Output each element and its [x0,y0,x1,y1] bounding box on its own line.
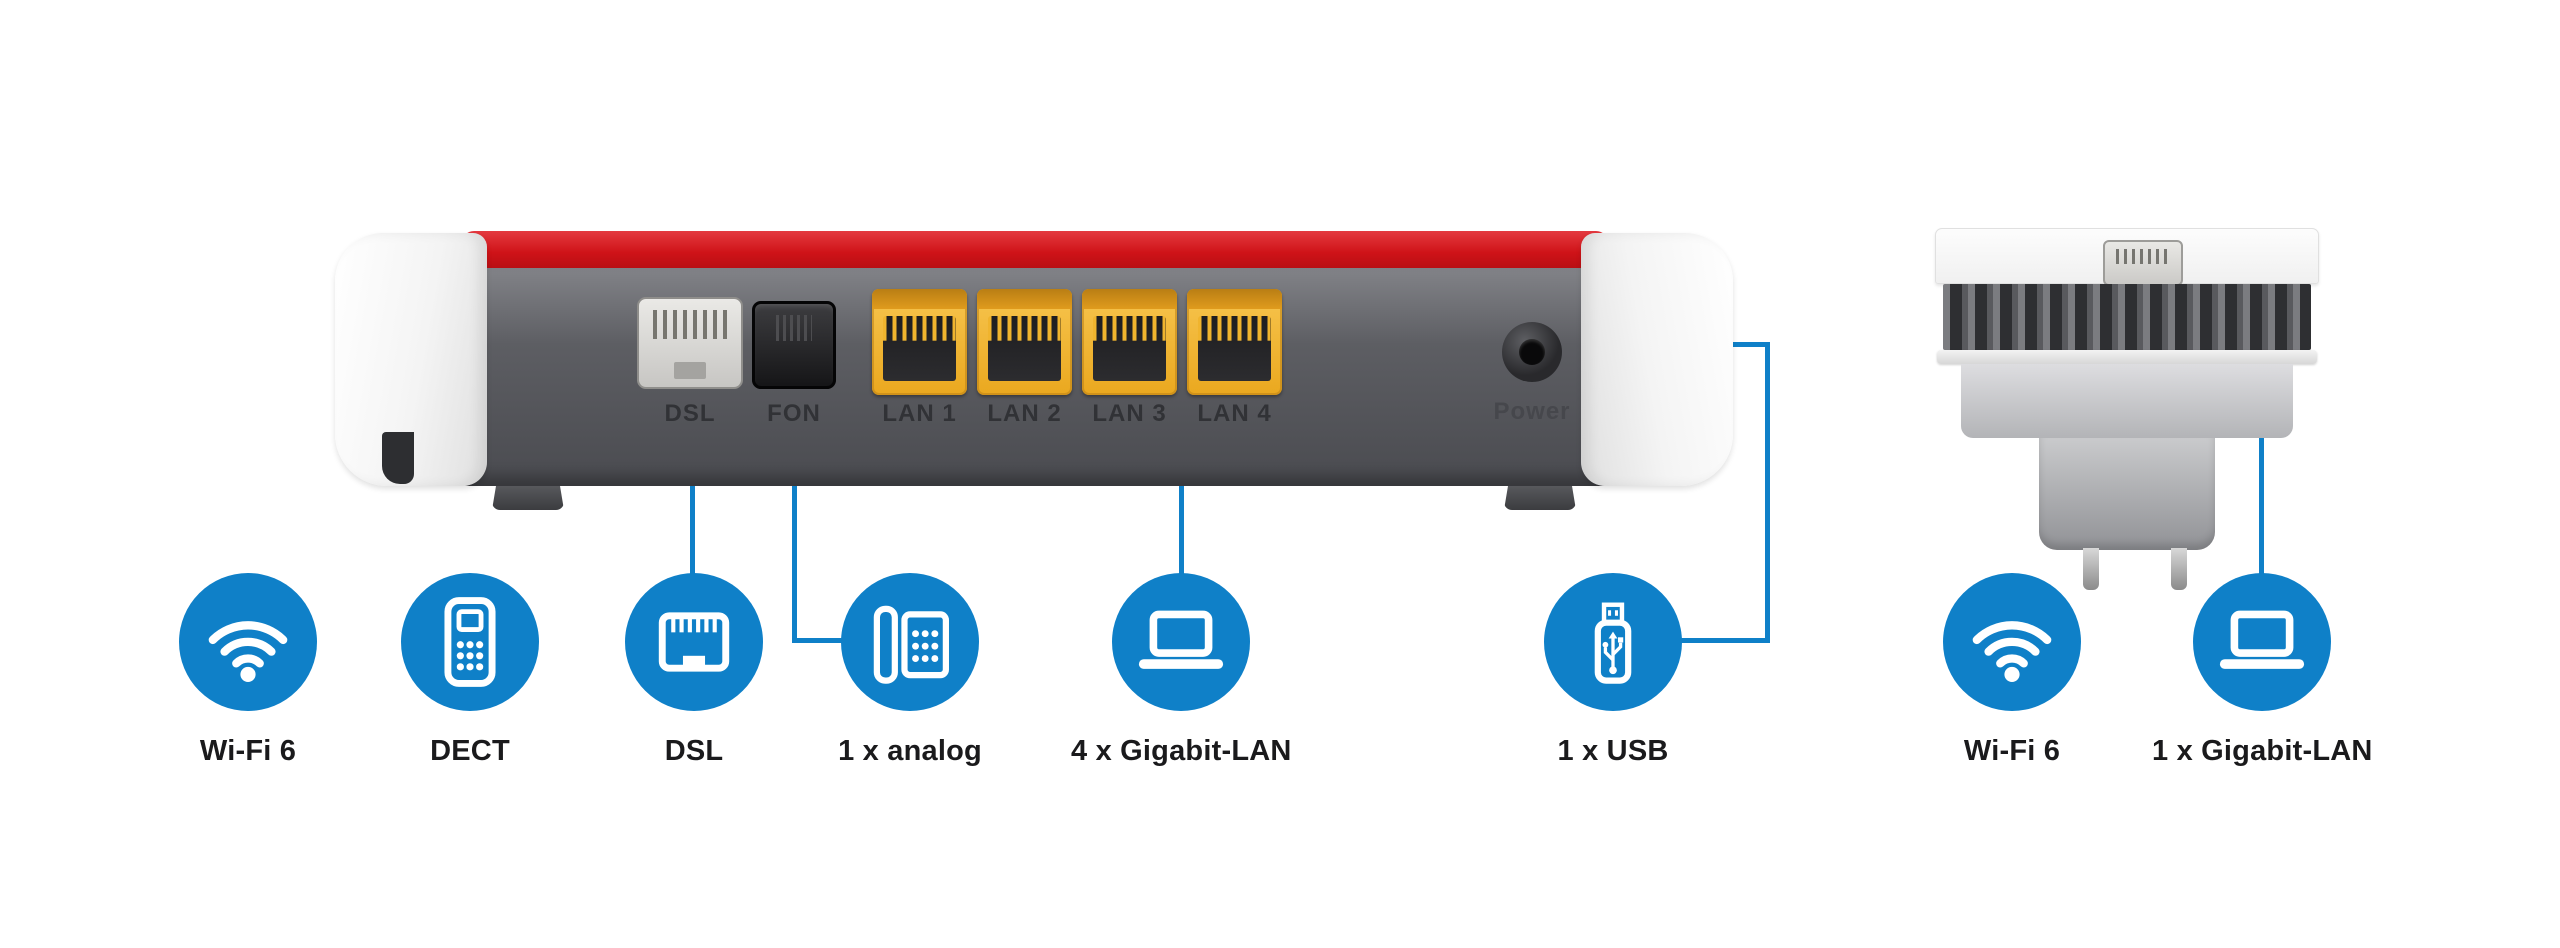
usb-stick-icon [1544,573,1682,711]
router-foot [492,484,564,510]
wifi-icon [1943,573,2081,711]
fon-port [752,301,836,389]
feature-label: 1 x Gigabit-LAN [2152,735,2373,767]
repeater-plug-pin [2083,548,2099,590]
repeater-lan-port [2103,240,2183,286]
laptop-icon [2193,573,2331,711]
feature-label: DSL [664,735,724,767]
lan2-port-label: LAN 2 [987,400,1062,427]
feature-router-dsl: DSL [584,573,804,768]
power-port-label: Power [1493,398,1571,425]
lan-port-3 [1082,289,1177,395]
repeater-plug-pin [2171,548,2187,590]
lan3-port-label: LAN 3 [1092,400,1167,427]
lan1-port-label: LAN 1 [882,400,957,427]
connector-line-lan [1179,486,1184,574]
feature-label: 1 x analog [838,735,982,767]
feature-label: DECT [430,735,510,767]
ethernet-port-icon [625,573,763,711]
feature-label: 4 x Gigabit-LAN [1071,735,1292,767]
connector-line-usb-top [1726,342,1770,347]
feature-router-wifi6: Wi-Fi 6 [138,573,358,768]
connector-line-usb-bottom [1681,638,1770,643]
repeater-lip [1937,350,2317,364]
lan4-port-label: LAN 4 [1197,400,1272,427]
connector-line-fon-horizontal [792,638,844,643]
repeater-device [1935,228,2319,590]
lan-port-1 [872,289,967,395]
lan-port-block [872,289,1282,395]
router-foot [1504,484,1576,510]
connector-line-dsl [690,486,695,574]
feature-router-dect: DECT [360,573,580,768]
laptop-icon [1112,573,1250,711]
connector-line-fon-vertical [792,486,797,643]
wifi-icon [179,573,317,711]
lan-port-2 [977,289,1072,395]
dsl-port [637,297,743,389]
feature-router-analog: 1 x analog [800,573,1020,768]
power-jack [1502,322,1562,382]
analog-phone-icon [841,573,979,711]
feature-label: Wi-Fi 6 [1963,735,2061,767]
router-cap-notch [382,432,414,484]
repeater-vent-fins [1943,284,2311,350]
feature-repeater-wifi6: Wi-Fi 6 [1902,573,2122,768]
feature-label: 1 x USB [1557,735,1669,767]
router-right-cap [1581,233,1733,486]
dsl-port-label: DSL [664,400,716,427]
feature-repeater-gigabit-lan: 1 x Gigabit-LAN [2152,573,2372,768]
feature-label: Wi-Fi 6 [199,735,297,767]
repeater-plug [2039,438,2215,550]
dect-phone-icon [401,573,539,711]
fon-port-label: FON [767,400,821,427]
repeater-body [1961,364,2293,438]
connector-line-usb-vertical [1765,342,1770,642]
feature-router-usb: 1 x USB [1503,573,1723,768]
lan-port-4 [1187,289,1282,395]
feature-router-gigabit-lan: 4 x Gigabit-LAN [1071,573,1291,768]
